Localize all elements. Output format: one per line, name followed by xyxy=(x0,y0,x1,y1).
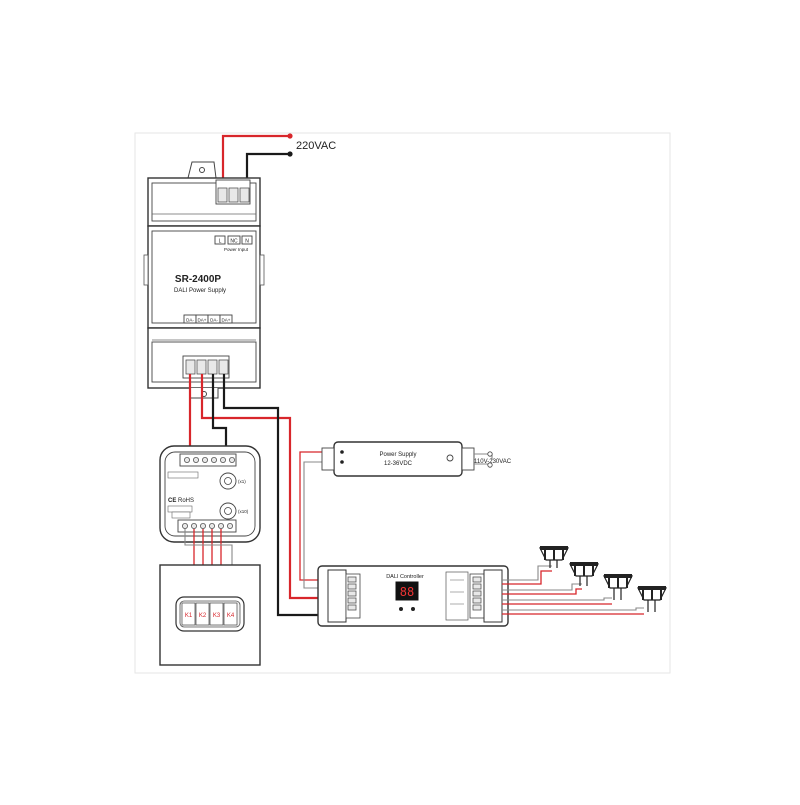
terminal-screw xyxy=(239,187,250,203)
terminal-label-box xyxy=(219,314,233,324)
dali-power-supply: L NC N Power Input SR-2400P DALI Power S… xyxy=(143,161,265,399)
terminal-label-n: N xyxy=(245,239,249,245)
diagram-frame xyxy=(134,132,671,674)
terminal-screw xyxy=(196,359,207,375)
led-power-supply: Power Supply 12-36VDC 110V-230VAC xyxy=(299,441,512,589)
dali-minus-wire-to-controller xyxy=(222,374,318,617)
terminal-label-box xyxy=(214,235,226,245)
terminal-screw xyxy=(228,187,239,203)
ac-terminal-icon xyxy=(487,451,493,457)
terminal-label-da-minus: DA- xyxy=(186,318,194,323)
terminal-screw-icon xyxy=(228,456,235,463)
dali-bus-wiring xyxy=(188,374,318,617)
terminal-label-box xyxy=(227,235,241,245)
psu-front-panel xyxy=(151,230,257,324)
rohs-mark: RoHS xyxy=(178,498,194,504)
mr16-lamp-1 xyxy=(539,546,569,568)
terminal-label-l: L xyxy=(219,239,222,245)
terminal-screw xyxy=(207,359,218,375)
key-k3[interactable]: K3 xyxy=(209,602,224,626)
vplus-terminal-icon xyxy=(340,450,344,454)
terminal-screw xyxy=(218,359,229,375)
terminal-screw-icon xyxy=(190,523,197,530)
psu-subtitle-label: DALI Power Supply xyxy=(174,288,226,294)
terminal-screw-icon xyxy=(217,523,224,530)
led-psu-input-label: 110V-230VAC xyxy=(474,459,512,465)
push-button-keypad: K1 K2 K3 K4 xyxy=(159,564,261,666)
terminal-label-da-plus: DA+ xyxy=(222,318,231,323)
key-k1-label: K1 xyxy=(185,613,193,619)
terminal-label-da-plus: DA+ xyxy=(198,318,207,323)
address-display xyxy=(395,581,419,601)
switch-top-terminals xyxy=(179,453,237,467)
mr16-lamp-2 xyxy=(569,562,599,586)
address-knob-x10-icon xyxy=(219,502,237,520)
mr16-lamp-4 xyxy=(637,586,667,612)
terminal-screw-icon xyxy=(199,523,206,530)
dali-minus-wire-to-switch xyxy=(211,374,228,458)
key-k1[interactable]: K1 xyxy=(181,602,196,626)
channel-markings xyxy=(445,571,469,621)
knob-x1-label: (x1) xyxy=(238,479,246,484)
mains-live-terminal xyxy=(287,133,293,139)
controller-title: DALI Controller xyxy=(386,574,424,580)
psu-model-label: SR-2400P xyxy=(175,274,221,285)
address-display-digits: 88 xyxy=(400,585,414,599)
terminal-screw-icon xyxy=(192,456,199,463)
button-up-icon[interactable] xyxy=(399,607,403,611)
terminal-label-box xyxy=(241,235,253,245)
led-psu-spec: 12-36VDC xyxy=(384,461,413,467)
mains-neutral-terminal xyxy=(287,151,293,157)
mains-live-wire xyxy=(221,134,290,180)
lamp-wiring xyxy=(502,565,644,615)
output-led-icon xyxy=(446,454,454,462)
knob-x10-label: (x10) xyxy=(238,509,249,514)
vplus-wire xyxy=(299,451,334,581)
vminus-terminal-icon xyxy=(340,460,344,464)
ce-mark: CE xyxy=(168,498,176,504)
terminal-screw xyxy=(217,187,228,203)
terminal-screw-icon xyxy=(226,523,233,530)
terminal-screw-icon xyxy=(210,456,217,463)
terminal-screw-icon xyxy=(183,456,190,463)
key-k2-label: K2 xyxy=(199,613,207,619)
push-switch-module: (x1) (x10) CE RoHS xyxy=(159,445,261,543)
led-psu-case xyxy=(333,441,463,477)
key-k4[interactable]: K4 xyxy=(223,602,238,626)
mains-voltage-label: 220VAC xyxy=(296,140,336,152)
power-input-caption: Power Input xyxy=(224,247,249,252)
terminal-screw xyxy=(185,359,196,375)
key-k3-label: K3 xyxy=(213,613,221,619)
dali-plus-wire-to-controller xyxy=(200,374,318,600)
clip-hole-icon xyxy=(199,167,205,173)
terminal-label-da-minus: DA- xyxy=(210,318,218,323)
terminal-screw-icon xyxy=(219,456,226,463)
mains-neutral-wire xyxy=(245,152,290,180)
terminal-screw-icon xyxy=(201,456,208,463)
terminal-label-nc: NC xyxy=(230,239,238,245)
dali-controller: DALI Controller 88 xyxy=(317,565,509,627)
ac-terminal-icon xyxy=(487,462,493,468)
mains-input: 220VAC xyxy=(221,133,336,180)
button-down-icon[interactable] xyxy=(411,607,415,611)
led-psu-title: Power Supply xyxy=(379,452,416,458)
terminal-screw-icon xyxy=(208,523,215,530)
vminus-wire xyxy=(303,461,334,589)
address-knob-x1-icon xyxy=(219,472,237,490)
mr16-lamp-3 xyxy=(603,574,633,600)
key-k2[interactable]: K2 xyxy=(195,602,210,626)
terminal-screw-icon xyxy=(181,523,188,530)
key-k4-label: K4 xyxy=(227,613,235,619)
